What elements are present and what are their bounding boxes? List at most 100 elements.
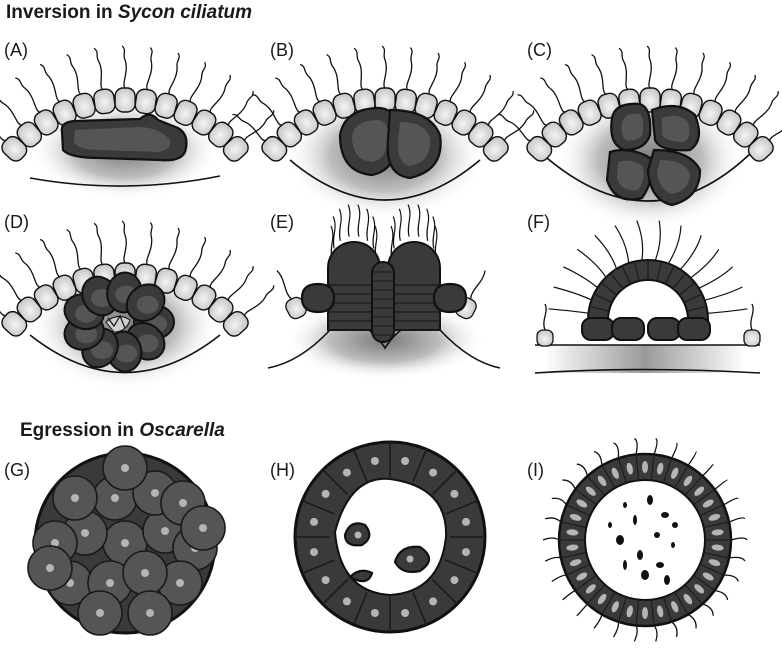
epithelial-cell <box>252 94 303 148</box>
flagellum <box>633 625 638 642</box>
cell-boundary <box>650 599 655 626</box>
flagellum <box>0 94 22 126</box>
nucleus <box>450 489 459 498</box>
cell-inner-shade <box>662 115 690 142</box>
cell-boundary <box>301 499 335 515</box>
cell-boundary <box>560 521 587 529</box>
flagellum <box>646 45 652 89</box>
flagellum <box>0 269 22 301</box>
light-cell <box>93 88 116 115</box>
flagellum <box>612 621 620 638</box>
flagellum <box>497 113 531 142</box>
epithelial-cell <box>698 61 732 126</box>
gradient-band <box>545 345 745 373</box>
light-cell <box>222 311 249 337</box>
cell-boundary <box>412 592 428 626</box>
epithelial-cell <box>497 113 553 162</box>
flagellum <box>487 91 514 126</box>
cell-boundary <box>601 591 616 615</box>
light-cell <box>16 121 43 148</box>
epithelial-cell <box>93 47 116 115</box>
nucleus <box>708 513 721 521</box>
nucleus <box>71 494 79 502</box>
light-cell <box>577 99 602 126</box>
nucleus <box>657 462 664 475</box>
nucleus <box>121 539 129 547</box>
nucleus <box>683 593 693 605</box>
panel-a-stage <box>0 45 275 200</box>
flagellum <box>723 574 739 582</box>
nucleus <box>566 544 579 551</box>
flagellum <box>406 47 413 91</box>
cell-boundary <box>445 499 479 515</box>
nucleus <box>462 517 470 526</box>
nucleus <box>111 494 119 502</box>
cell-boundary <box>621 265 632 285</box>
flagellum <box>392 216 396 249</box>
cell-inner-shade <box>621 113 644 141</box>
nucleus <box>151 489 159 497</box>
cell-boundary <box>431 578 458 605</box>
cell-boundary <box>686 306 707 312</box>
panel-label-f: (F) <box>527 212 550 232</box>
flagellum <box>357 204 361 237</box>
epithelial-cell <box>0 94 43 148</box>
flagellum <box>544 556 562 562</box>
nucleus <box>671 601 679 613</box>
panel-label-a: (A) <box>4 40 28 60</box>
light-cell <box>33 109 59 136</box>
nucleus <box>585 584 596 594</box>
light-cell <box>293 109 319 136</box>
cell-inner-shade <box>657 160 690 194</box>
flagellum <box>752 91 779 126</box>
cell-boundary <box>593 293 613 304</box>
panel-g-stage <box>27 445 226 636</box>
nucleus <box>321 576 330 585</box>
nucleus <box>611 601 619 613</box>
nucleus <box>370 609 379 617</box>
nucleus <box>342 597 351 606</box>
flagellum <box>613 442 620 459</box>
cell-boundary <box>699 504 724 517</box>
flagellum <box>688 248 720 280</box>
yolk-particle <box>671 542 675 548</box>
epithelial-cell <box>232 113 288 162</box>
cell-boundary <box>587 475 606 496</box>
light-cell <box>698 99 723 126</box>
flagellum <box>614 225 630 266</box>
epithelial-cell <box>191 249 231 311</box>
flagellum <box>702 603 714 616</box>
light-cell <box>451 109 477 136</box>
flagellum <box>93 222 104 266</box>
cell-boundary <box>601 465 616 489</box>
nucleus <box>576 572 588 581</box>
flagellum <box>563 266 600 290</box>
flagellum <box>407 204 411 237</box>
epithelial-cell <box>433 61 467 126</box>
cell-boundary <box>634 261 640 282</box>
epithelial-cell <box>15 77 59 136</box>
yolk-particle <box>623 560 627 570</box>
light-cell <box>1 310 28 337</box>
epithelial-cell <box>536 303 554 347</box>
cell-boundary <box>431 469 458 496</box>
nucleus <box>51 539 59 547</box>
nucleus <box>597 475 607 487</box>
flagellum <box>553 286 594 302</box>
panel-f-stage <box>534 220 761 374</box>
nucleus <box>354 531 362 539</box>
flagellum <box>576 603 589 617</box>
epithelial-cell <box>747 110 782 162</box>
epithelial-cell <box>275 77 319 136</box>
light-cell <box>134 88 158 115</box>
light-cell <box>743 329 761 347</box>
epithelial-cell <box>0 113 28 162</box>
nucleus <box>569 559 582 567</box>
dark-cell <box>581 317 615 341</box>
yolk-particle <box>641 570 649 580</box>
nucleus <box>121 464 129 472</box>
panel-e-stage <box>267 204 501 380</box>
flagellum <box>730 537 748 541</box>
cell-boundary <box>684 475 703 496</box>
